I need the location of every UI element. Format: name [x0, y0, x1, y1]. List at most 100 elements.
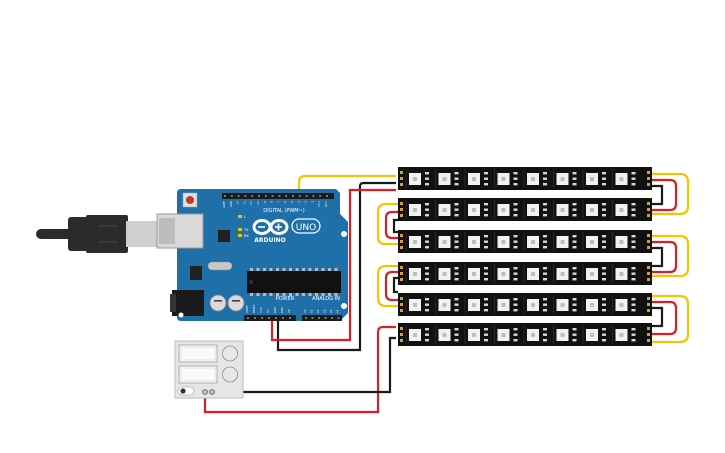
- battery-minus-terminal[interactable]: [209, 389, 215, 395]
- ground-wire-battery-to-strip[interactable]: [212, 336, 396, 394]
- solder-pad[interactable]: [400, 183, 403, 186]
- led-pixel[interactable]: [582, 200, 606, 219]
- data-wire-strip4-strip5-left[interactable]: [376, 264, 398, 308]
- solder-pad[interactable]: [400, 266, 403, 269]
- led-pixel[interactable]: [612, 169, 636, 188]
- solder-pad[interactable]: [647, 327, 650, 330]
- solder-pad[interactable]: [647, 272, 650, 275]
- led-pixel[interactable]: [553, 169, 577, 188]
- pin-hole[interactable]: [305, 195, 308, 197]
- led-pixel[interactable]: [464, 232, 488, 251]
- led-pixel[interactable]: [553, 200, 577, 219]
- led-pixel[interactable]: [464, 264, 488, 283]
- pin-hole[interactable]: [312, 195, 315, 197]
- solder-pad[interactable]: [647, 214, 650, 217]
- solder-pad[interactable]: [647, 339, 650, 342]
- pin-hole[interactable]: [275, 317, 277, 319]
- pin-hole[interactable]: [271, 195, 274, 197]
- solder-pad[interactable]: [400, 333, 403, 336]
- led-pixel[interactable]: [612, 295, 636, 314]
- ground-wire-strip3-strip4-right[interactable]: [652, 246, 664, 268]
- pin-hole[interactable]: [224, 195, 226, 197]
- led-pixel[interactable]: [523, 295, 547, 314]
- solder-pad[interactable]: [647, 240, 650, 243]
- solder-pad[interactable]: [647, 309, 650, 312]
- pin-hole[interactable]: [318, 317, 320, 319]
- digital-pin-header[interactable]: [222, 193, 334, 199]
- led-pixel[interactable]: [405, 264, 429, 283]
- led-pixel[interactable]: [582, 264, 606, 283]
- led-pixel[interactable]: [612, 264, 636, 283]
- ground-wire-arduino-to-strip[interactable]: [276, 181, 396, 352]
- led-strip[interactable]: [398, 167, 652, 190]
- pin-hole[interactable]: [261, 317, 263, 319]
- led-pixel[interactable]: [553, 325, 577, 344]
- pin-hole[interactable]: [311, 317, 314, 319]
- solder-pad[interactable]: [400, 240, 403, 243]
- led-pixel[interactable]: [582, 295, 606, 314]
- led-pixel[interactable]: [464, 325, 488, 344]
- pin-hole[interactable]: [258, 195, 260, 197]
- led-pixel[interactable]: [435, 232, 459, 251]
- power-wire-battery-to-strip[interactable]: [203, 325, 396, 414]
- solder-pad[interactable]: [400, 246, 403, 249]
- led-pixel[interactable]: [494, 200, 518, 219]
- led-pixel[interactable]: [405, 169, 429, 188]
- solder-pad[interactable]: [400, 171, 403, 174]
- led-pixel[interactable]: [523, 232, 547, 251]
- pin-hole[interactable]: [319, 195, 322, 197]
- led-pixel[interactable]: [405, 325, 429, 344]
- solder-pad[interactable]: [400, 214, 403, 217]
- led-pixel[interactable]: [435, 295, 459, 314]
- led-pixel[interactable]: [553, 295, 577, 314]
- ground-wire-strip1-strip2-right[interactable]: [652, 184, 664, 206]
- power-wire-strip2-strip3-left[interactable]: [384, 210, 398, 240]
- led-pixel[interactable]: [494, 169, 518, 188]
- pin-hole[interactable]: [326, 195, 328, 197]
- solder-pad[interactable]: [647, 183, 650, 186]
- ground-wire-strip4-strip5-left[interactable]: [392, 276, 398, 294]
- led-pixel[interactable]: [523, 264, 547, 283]
- led-pixel[interactable]: [494, 232, 518, 251]
- pin-hole[interactable]: [292, 195, 294, 197]
- solder-pad[interactable]: [647, 333, 650, 336]
- led-pixel[interactable]: [494, 264, 518, 283]
- power-wire-strip3-strip4-right[interactable]: [652, 240, 678, 274]
- data-wire-strip5-strip6-right[interactable]: [652, 294, 690, 344]
- pin-hole[interactable]: [254, 317, 256, 319]
- solder-pad[interactable]: [400, 202, 403, 205]
- led-pixel[interactable]: [523, 169, 547, 188]
- pin-hole[interactable]: [278, 195, 281, 197]
- analog-pin-header[interactable]: [302, 315, 342, 321]
- ground-wire-strip2-strip3-left[interactable]: [392, 218, 398, 234]
- solder-pad[interactable]: [400, 303, 403, 306]
- power-wire-strip4-strip5-left[interactable]: [384, 270, 398, 302]
- solder-pad[interactable]: [400, 278, 403, 281]
- led-pixel[interactable]: [582, 169, 606, 188]
- led-pixel[interactable]: [612, 325, 636, 344]
- reset-button[interactable]: [186, 196, 194, 204]
- led-strip[interactable]: [398, 262, 652, 285]
- pin-hole[interactable]: [247, 317, 249, 319]
- led-pixel[interactable]: [405, 232, 429, 251]
- solder-pad[interactable]: [400, 272, 403, 275]
- led-pixel[interactable]: [523, 325, 547, 344]
- solder-pad[interactable]: [400, 208, 403, 211]
- led-pixel[interactable]: [405, 200, 429, 219]
- solder-pad[interactable]: [647, 303, 650, 306]
- pin-hole[interactable]: [331, 317, 333, 319]
- pin-hole[interactable]: [285, 195, 288, 197]
- solder-pad[interactable]: [400, 309, 403, 312]
- pin-hole[interactable]: [251, 195, 254, 197]
- led-pixel[interactable]: [464, 295, 488, 314]
- led-pixel[interactable]: [523, 200, 547, 219]
- power-jack[interactable]: [172, 290, 204, 316]
- led-strip[interactable]: [398, 198, 652, 221]
- solder-pad[interactable]: [647, 208, 650, 211]
- solder-pad[interactable]: [400, 339, 403, 342]
- led-pixel[interactable]: [494, 295, 518, 314]
- led-strip[interactable]: [398, 293, 652, 316]
- led-pixel[interactable]: [553, 232, 577, 251]
- led-pixel[interactable]: [553, 264, 577, 283]
